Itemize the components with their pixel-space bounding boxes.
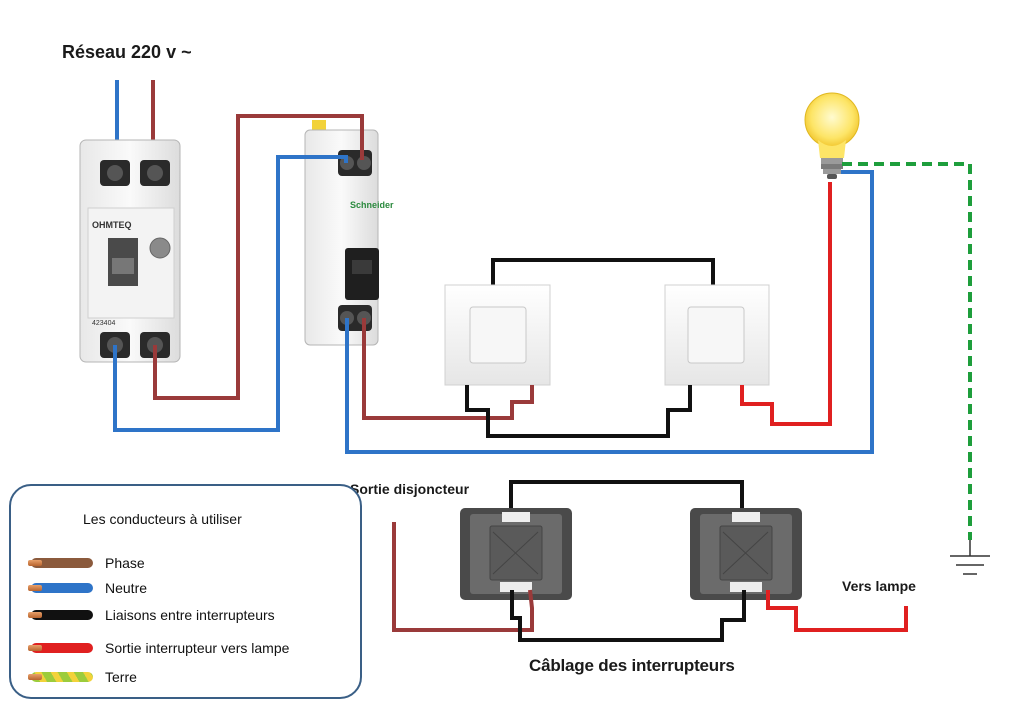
switch-mechanism-1 <box>460 508 572 600</box>
cablage-label: Câblage des interrupteurs <box>529 656 735 675</box>
legend-item-neutre: Neutre <box>28 579 148 597</box>
earth-wire <box>842 162 972 540</box>
traveler-wire-mech-top <box>509 480 744 515</box>
legend-item-liaisons: Liaisons entre interrupteurs <box>28 606 275 624</box>
circuit-breaker: Schneider <box>304 120 394 346</box>
sortie-disjoncteur-label: Sortie disjoncteur <box>350 481 470 497</box>
legend-box: Les conducteurs à utiliser Phase Neutre … <box>9 484 362 699</box>
wire-swatch-neutre <box>28 583 93 593</box>
lamp-bulb <box>804 92 860 179</box>
traveler-wire-top <box>491 258 715 290</box>
wire-swatch-liaisons <box>28 610 93 620</box>
differential-switch: OHMTEQ 423404 <box>79 139 181 363</box>
legend-item-terre: Terre <box>28 668 137 686</box>
traveler-wire-mech-bottom <box>510 590 746 642</box>
neutral-wire-diff-to-breaker <box>113 155 348 432</box>
legend-label: Liaisons entre interrupteurs <box>105 607 275 623</box>
legend-label: Sortie interrupteur vers lampe <box>105 640 290 656</box>
legend-item-sortie: Sortie interrupteur vers lampe <box>28 639 290 657</box>
wall-switch-2 <box>664 284 770 386</box>
phase-wire-breaker-to-switch <box>362 318 534 420</box>
phase-wire-sortie-disjoncteur <box>392 522 534 632</box>
differential-id: 423404 <box>92 320 115 327</box>
switch-mechanism-2 <box>690 508 802 600</box>
traveler-wire-bottom-top <box>465 385 692 438</box>
neutral-wire-to-lamp <box>345 170 874 454</box>
network-title: Réseau 220 v ~ <box>62 42 192 62</box>
legend-label: Terre <box>105 669 137 685</box>
wall-switch-1 <box>444 284 551 386</box>
phase-wire-diff-to-breaker <box>153 114 364 400</box>
wire-swatch-terre <box>28 672 93 682</box>
breaker-brand: Schneider <box>350 200 394 210</box>
lamp-wire-bottom <box>766 590 908 632</box>
differential-brand: OHMTEQ <box>92 220 132 230</box>
vers-lampe-label: Vers lampe <box>842 578 916 594</box>
legend-label: Neutre <box>105 580 148 596</box>
earth-symbol <box>950 540 990 575</box>
legend-label: Phase <box>105 555 145 571</box>
legend-item-phase: Phase <box>28 554 145 572</box>
lamp-wire-top <box>740 182 832 426</box>
legend-title: Les conducteurs à utiliser <box>83 511 242 527</box>
wire-swatch-sortie <box>28 643 93 653</box>
wire-swatch-phase <box>28 558 93 568</box>
